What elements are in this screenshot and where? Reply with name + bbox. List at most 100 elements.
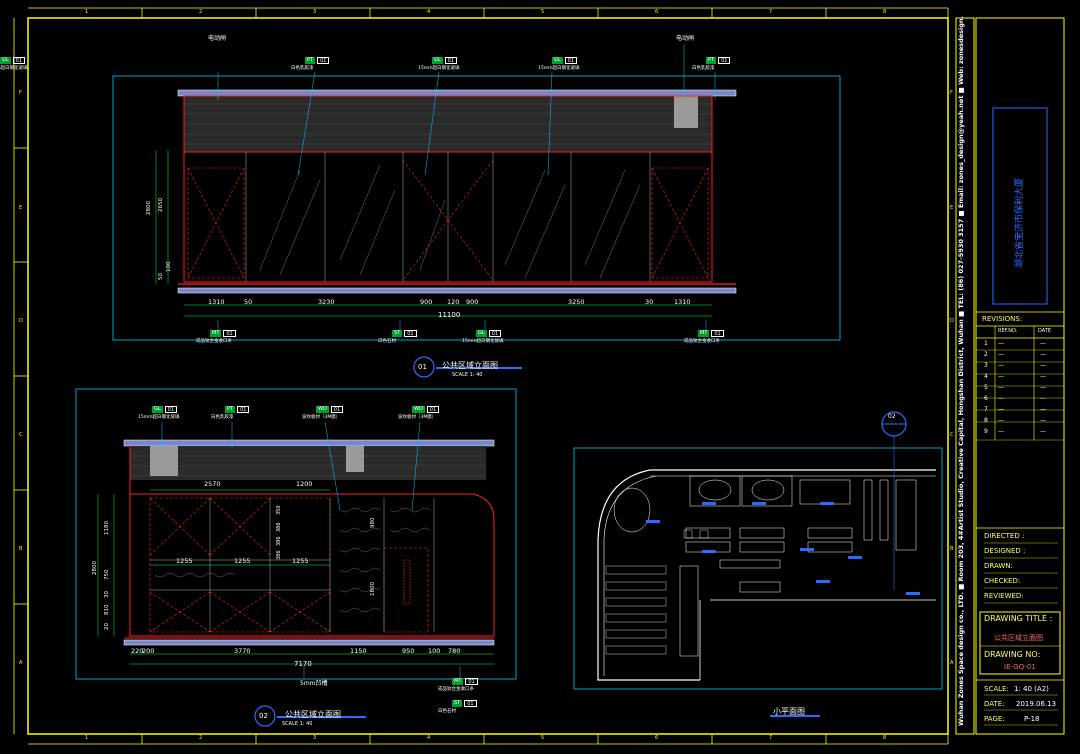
rev-row-date: — bbox=[1040, 362, 1046, 369]
rev-row-no: 1 bbox=[984, 340, 988, 347]
rev-row-date: — bbox=[1040, 428, 1046, 435]
ruler-row-label: F bbox=[19, 90, 22, 96]
access-panel bbox=[674, 96, 698, 128]
rev-row-no: 9 bbox=[984, 428, 988, 435]
ruler-col-label: 2 bbox=[199, 9, 203, 15]
elevation02-total-dim: 7170 bbox=[294, 660, 312, 668]
directed-label: DIRECTED : bbox=[984, 532, 1025, 540]
e02-dim-left: 20 bbox=[104, 623, 110, 630]
ruler-col-label: 5 bbox=[541, 9, 545, 15]
e02-top-0-tag-desc: 15mm超白钢化玻璃 bbox=[138, 415, 180, 420]
ruler-col-label: 3 bbox=[313, 9, 317, 15]
ceiling-bar bbox=[177, 89, 737, 97]
floor-bar bbox=[177, 287, 737, 294]
checked-label: CHECKED: bbox=[984, 577, 1021, 585]
e02-dim-right: 980 bbox=[370, 517, 376, 529]
ruler-row-label: E bbox=[19, 205, 23, 211]
e01-top-6-tag-code: PT bbox=[706, 57, 717, 64]
e02-dim-left: 2800 bbox=[92, 561, 98, 575]
e01-top-1-tag-desc: 白色乳胶漆 bbox=[291, 66, 314, 71]
reviewed-label: REVIEWED: bbox=[984, 592, 1024, 600]
title-block bbox=[975, 17, 1065, 735]
e01-bottom-0-tag-num: 01 bbox=[223, 330, 236, 337]
e01-bottom-2-tag-desc: 15mm超白钢化玻璃 bbox=[462, 339, 504, 344]
elevation02-frame bbox=[75, 388, 517, 680]
elevation01-title: 公共区域立面图 bbox=[442, 361, 498, 370]
e02-top-3-tag-code: WD bbox=[412, 406, 425, 413]
rev-row-date: — bbox=[1040, 351, 1046, 358]
e02-top-1-tag-code: PT bbox=[225, 406, 236, 413]
date-value: 2019.06.13 bbox=[1016, 700, 1057, 708]
e01-bottom-2-tag-code: GL bbox=[476, 330, 487, 337]
page-label: PAGE: bbox=[984, 715, 1005, 723]
e02-top-1-tag-num: 01 bbox=[237, 406, 250, 413]
plan-frame bbox=[573, 447, 943, 690]
e02-dim-small: 386 bbox=[276, 550, 282, 560]
scale-value: 1: 40 (A2) bbox=[1014, 685, 1049, 693]
drawing-title-label: DRAWING TITLE : bbox=[984, 614, 1053, 623]
rev-row-date: — bbox=[1040, 340, 1046, 347]
elevation01-scale: SCALE 1: 40 bbox=[452, 372, 483, 378]
rev-row-ref: — bbox=[998, 384, 1004, 391]
elevation01-number: 01 bbox=[418, 363, 427, 371]
plan-title: 小平面图 bbox=[773, 707, 805, 716]
ruler-row-label: A bbox=[950, 660, 954, 666]
drawing-no: IE-GQ-01 bbox=[1004, 663, 1036, 671]
e01-top-3-tag-num: 01 bbox=[564, 57, 578, 64]
e02-bottom-1-tag-desc: 白色石材 bbox=[438, 709, 456, 714]
e01-top-1-tag-code: PT bbox=[305, 57, 316, 64]
project-name-box bbox=[992, 107, 1048, 305]
rev-row-no: 4 bbox=[984, 373, 988, 380]
e02-dim-mid: 1255 bbox=[292, 557, 309, 565]
rev-row-ref: — bbox=[998, 428, 1004, 435]
e02-dim-right: 1800 bbox=[370, 582, 376, 596]
e01-bottom-2-tag-num: 01 bbox=[488, 330, 502, 337]
glass-panels bbox=[245, 152, 651, 282]
ruler-col-label: 8 bbox=[883, 9, 887, 15]
project-name: 湖北省宝济市保利大厦 bbox=[1015, 177, 1025, 268]
e02-dim-small: 350 bbox=[276, 505, 282, 515]
rev-row-ref: — bbox=[998, 395, 1004, 402]
ruler-ticks bbox=[14, 8, 827, 744]
elevation02-number: 02 bbox=[259, 712, 268, 720]
e02-dim-small: 386 bbox=[276, 536, 282, 546]
e01-bottom-0-tag-desc: 成品钛合金收口条 bbox=[196, 339, 232, 344]
e02-top-3-tag-num: 01 bbox=[426, 406, 440, 413]
e01-top-6-tag-num: 01 bbox=[718, 57, 731, 64]
rev-header-date: DATE bbox=[1038, 328, 1052, 334]
e01-top-3-tag-code: GL bbox=[552, 57, 563, 64]
e01-bottom-1-tag-desc: 白色石材 bbox=[378, 339, 396, 344]
e02-dim-bottom: 3770 bbox=[234, 647, 251, 655]
e02-dim-bottom: 200 bbox=[142, 647, 155, 655]
e01-top-1-tag-num: 01 bbox=[317, 57, 330, 64]
ruler-row-label: C bbox=[19, 432, 23, 438]
e01-dim-bottom: 3230 bbox=[318, 298, 335, 306]
e02-top-3-tag-desc: 波纹板材（3M膜） bbox=[398, 415, 437, 420]
rev-row-no: 5 bbox=[984, 384, 988, 391]
e01-tag-top-0-label: 电动闸 bbox=[208, 35, 227, 42]
e02-bottom-0-tag-num: 01 bbox=[465, 678, 478, 685]
e01-top-2-tag-desc: 15mm超白钢化玻璃 bbox=[418, 66, 460, 71]
ruler-col-label: 5 bbox=[541, 735, 545, 741]
rev-row-no: 2 bbox=[984, 351, 988, 358]
e02-dim-left: 810 bbox=[104, 604, 110, 616]
designed-label: DESIGNED : bbox=[984, 547, 1026, 555]
e01-dim-bottom: 50 bbox=[244, 298, 253, 306]
ruler-row-label: E bbox=[950, 205, 954, 211]
e02-dim-mid: 1255 bbox=[176, 557, 193, 565]
e02-bottom-1-tag-num: 01 bbox=[464, 700, 477, 707]
drawing-no-label: DRAWING NO: bbox=[984, 650, 1041, 659]
rev-row-ref: — bbox=[998, 340, 1004, 347]
e02-top-2-tag-desc: 波纹板材（3M膜） bbox=[302, 415, 341, 420]
e01-dim-left: 50 bbox=[158, 273, 164, 280]
ruler-row-label: B bbox=[950, 546, 954, 552]
